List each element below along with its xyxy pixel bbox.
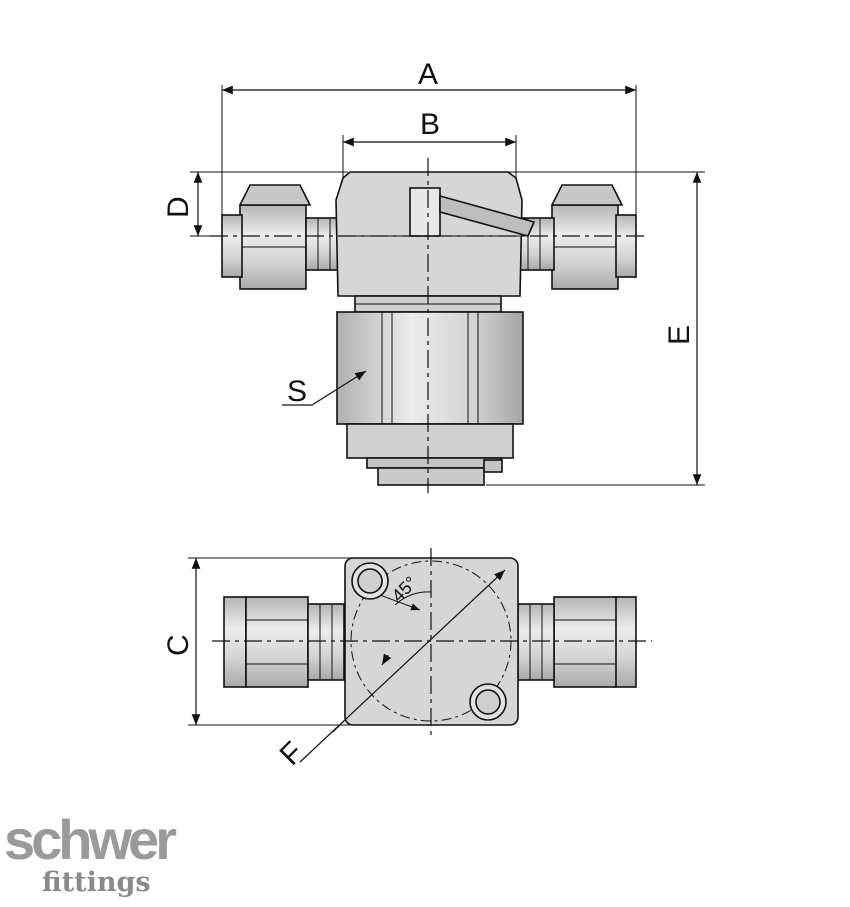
plan-view — [188, 548, 652, 763]
front-view — [190, 85, 705, 493]
dimension-label-b: B — [420, 108, 440, 141]
dimension-label-s: S — [287, 375, 307, 408]
dimension-label-c: C — [162, 634, 195, 656]
dimension-label-a: A — [418, 58, 438, 91]
schwer-fittings-logo: schwer fittings — [4, 812, 204, 907]
dimension-label-d: D — [162, 196, 195, 218]
logo-wordmark: schwer — [4, 808, 177, 871]
dimension-label-e: E — [663, 325, 696, 345]
hex-nut — [336, 311, 524, 425]
dimension-label-f: F — [274, 736, 310, 772]
logo-subtitle: fittings — [42, 867, 151, 898]
